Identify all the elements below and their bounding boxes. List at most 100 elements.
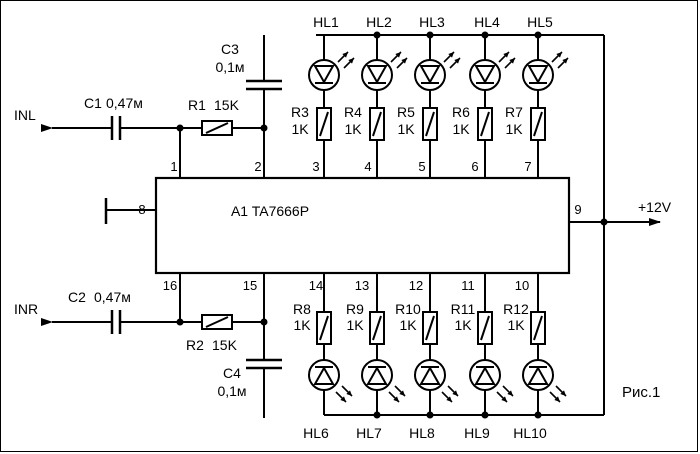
emission-arrow-head xyxy=(401,58,407,64)
resistor-label-r9: R9 xyxy=(346,301,364,317)
power-label: +12V xyxy=(638,199,672,215)
led-label-hl5: HL5 xyxy=(527,14,553,30)
emission-arrow-head xyxy=(562,58,568,64)
r1-resistor xyxy=(201,120,233,136)
resistor-hatch xyxy=(372,111,382,137)
resistor-value: 1K xyxy=(291,121,309,137)
resistor-label-r12: R12 xyxy=(503,301,529,317)
led-triangle xyxy=(313,65,335,85)
led-body xyxy=(414,359,446,391)
resistor-value: 1K xyxy=(293,317,311,333)
emission-arrow-head xyxy=(501,396,507,402)
led-body xyxy=(414,59,446,91)
led-body xyxy=(522,59,554,91)
led-label-hl10: HL10 xyxy=(513,425,547,441)
junction-dot xyxy=(176,124,184,132)
r2-resistor xyxy=(201,314,233,330)
pin-number: 6 xyxy=(471,159,478,174)
pin-number: 9 xyxy=(574,202,581,217)
led-triangle xyxy=(527,65,549,85)
pin-number: 14 xyxy=(309,278,323,293)
emission-arrow-head xyxy=(554,396,560,402)
c2-value: 0,47м xyxy=(94,289,131,305)
led-triangle xyxy=(419,65,441,85)
led-body xyxy=(361,359,393,391)
led-body xyxy=(308,359,340,391)
emission-arrow-head xyxy=(509,58,515,64)
chip-label: A1 TA7666P xyxy=(231,203,309,219)
resistor-label-r4: R4 xyxy=(344,104,362,120)
emission-arrow-head xyxy=(452,390,458,396)
led-label-hl3: HL3 xyxy=(419,14,445,30)
c2-name: C2 xyxy=(68,289,86,305)
resistor-hatch xyxy=(425,111,435,137)
led-triangle xyxy=(474,65,496,85)
r2-name: R2 xyxy=(186,337,204,353)
emission-arrow-head xyxy=(560,390,566,396)
led-label-hl4: HL4 xyxy=(474,14,500,30)
pin-number: 3 xyxy=(312,159,319,174)
junction-dot xyxy=(534,31,542,39)
junction-dot xyxy=(481,31,489,39)
c3-name: C3 xyxy=(221,41,239,57)
led-label-hl6: HL6 xyxy=(303,425,329,441)
resistor-hatch xyxy=(372,315,382,341)
emission-arrow-head xyxy=(448,52,454,58)
pin-number: 2 xyxy=(254,159,261,174)
led-triangle xyxy=(474,365,496,385)
emission-arrow-head xyxy=(393,396,399,402)
resistor-label-r8: R8 xyxy=(293,301,311,317)
pin-number: 11 xyxy=(461,278,475,293)
resistor-hatch xyxy=(425,315,435,341)
ic-body xyxy=(154,176,571,275)
led-label-hl7: HL7 xyxy=(356,425,382,441)
emission-arrow-head xyxy=(454,58,460,64)
emission-arrow-head xyxy=(503,52,509,58)
resistor-label-r5: R5 xyxy=(397,104,415,120)
pin-number: 15 xyxy=(243,278,257,293)
junction-dot xyxy=(260,124,268,132)
led-label-hl1: HL1 xyxy=(313,14,339,30)
r1-value: 15K xyxy=(214,97,240,113)
c1-name: C1 xyxy=(84,95,102,111)
junction-dot xyxy=(373,411,381,419)
pin-number: 16 xyxy=(163,278,177,293)
led-body xyxy=(469,59,501,91)
led-label-hl9: HL9 xyxy=(464,425,490,441)
resistor-hatch xyxy=(319,111,329,137)
inr-label: INR xyxy=(14,301,38,317)
emission-arrow-head xyxy=(346,390,352,396)
pin-number: 13 xyxy=(355,278,369,293)
resistor-value: 1K xyxy=(507,317,525,333)
emission-arrow-head xyxy=(507,390,513,396)
junction-dot xyxy=(260,318,268,326)
emission-arrow-head xyxy=(340,396,346,402)
r1-name: R1 xyxy=(188,97,206,113)
resistor-hatch xyxy=(533,315,543,341)
resistor-value: 1K xyxy=(452,121,470,137)
resistor-hatch xyxy=(533,111,543,137)
resistor-value: 1K xyxy=(397,121,415,137)
r2-value: 15K xyxy=(212,337,238,353)
resistor-label-r6: R6 xyxy=(452,104,470,120)
pin-number: 7 xyxy=(524,159,531,174)
led-label-hl8: HL8 xyxy=(409,425,435,441)
resistor-hatch xyxy=(480,111,490,137)
resistor-label-r7: R7 xyxy=(505,104,523,120)
led-triangle xyxy=(366,365,388,385)
junction-dot xyxy=(176,318,184,326)
emission-arrow-head xyxy=(446,396,452,402)
inl-label: INL xyxy=(14,107,36,123)
emission-arrow-head xyxy=(399,390,405,396)
resistor-hatch xyxy=(319,315,329,341)
pin-number: 4 xyxy=(364,159,371,174)
led-body xyxy=(522,359,554,391)
emission-arrow-head xyxy=(342,52,348,58)
pin-number: 1 xyxy=(170,159,177,174)
resistor-value: 1K xyxy=(346,317,364,333)
c4-name: C4 xyxy=(223,365,241,381)
junction-dot xyxy=(373,31,381,39)
resistor-value: 1K xyxy=(505,121,523,137)
